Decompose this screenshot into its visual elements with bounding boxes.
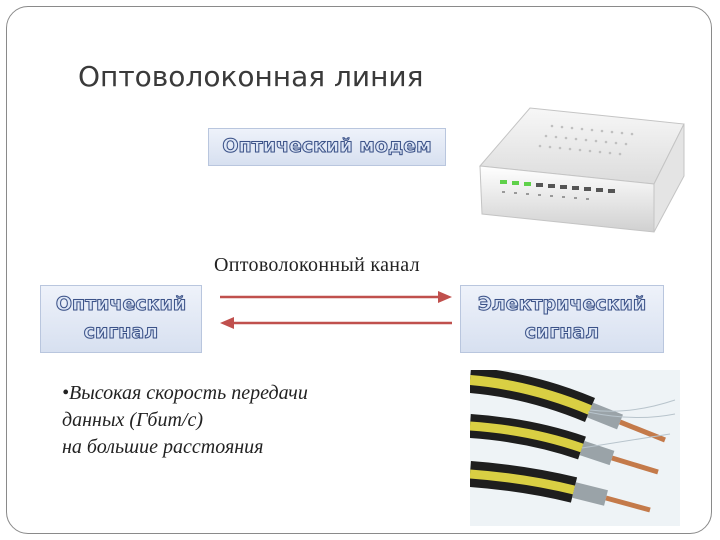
modem-label: Оптический модем — [222, 135, 432, 158]
bullet-line-2: данных (Гбит/с) — [62, 409, 204, 431]
modem-label-box: Оптический модем — [208, 128, 446, 166]
fiber-cable-image-icon — [470, 370, 680, 526]
optical-signal-box: Оптический сигнал — [40, 285, 202, 353]
slide-title: Оптоволоконная линия — [78, 60, 424, 93]
electrical-signal-label: Электрический сигнал — [477, 293, 647, 344]
electrical-signal-box: Электрический сигнал — [460, 285, 664, 353]
channel-label: Оптоволоконный канал — [214, 254, 420, 276]
bullet-line-1: •Высокая скорость передачи — [62, 382, 308, 404]
optical-signal-label: Оптический сигнал — [55, 293, 187, 344]
bullet-text: •Высокая скорость передачи данных (Гбит/… — [62, 380, 442, 461]
bullet-line-3: на большие расстояния — [62, 436, 264, 458]
modem-image-icon — [478, 107, 685, 233]
arrow-right-head — [438, 291, 452, 303]
arrow-left-head — [220, 317, 234, 329]
